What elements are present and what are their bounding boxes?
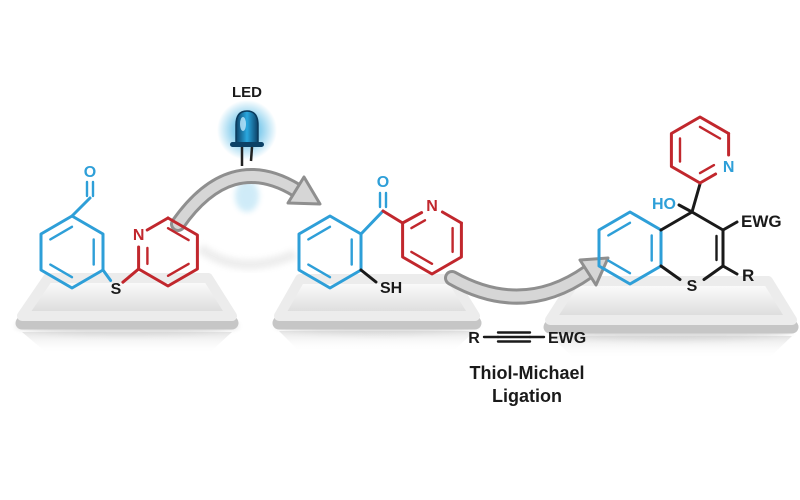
pyridine-nitrogen-label: N xyxy=(133,227,145,244)
alkyne-reagent: R EWG xyxy=(468,330,586,347)
platform-reflection xyxy=(22,332,232,354)
r-group-label: R xyxy=(742,266,754,285)
led-highlight xyxy=(240,117,246,131)
aldehyde-oxygen-label: O xyxy=(84,164,96,181)
molecule-left: O S N xyxy=(39,164,199,298)
platform-reflection xyxy=(279,331,475,352)
pyridine-ring: N xyxy=(669,115,735,185)
pyridine-ring: N xyxy=(401,198,463,276)
led-icon xyxy=(217,100,277,166)
reaction-label: Thiol-Michael Ligation xyxy=(469,363,584,406)
thioether-sulfur-label: S xyxy=(111,281,122,298)
benzene-ring xyxy=(39,214,105,290)
led-flange xyxy=(230,142,264,147)
reaction-arrow-1 xyxy=(170,168,322,232)
reaction-label-line1: Thiol-Michael xyxy=(469,363,584,383)
platform-top xyxy=(545,276,797,325)
led-dome xyxy=(235,110,259,144)
platform-top xyxy=(17,273,237,321)
arrowhead xyxy=(578,256,610,287)
thiopyran-ring: S xyxy=(659,210,725,295)
arrow-reflection xyxy=(197,243,297,270)
thiol-label: SH xyxy=(380,280,402,297)
platform-top xyxy=(274,274,480,321)
platform-left xyxy=(15,273,239,354)
led-label: LED xyxy=(232,84,262,101)
reaction-arrow-2 xyxy=(444,256,610,305)
platform-reflection xyxy=(550,336,792,359)
led-leg xyxy=(249,146,254,162)
pyridine-nitrogen-label: N xyxy=(426,198,438,215)
reaction-label-line2: Ligation xyxy=(492,386,562,406)
arrowhead xyxy=(286,175,322,206)
pyridine-nitrogen-label: N xyxy=(723,159,735,176)
platform-middle xyxy=(272,274,482,352)
ewg-label: EWG xyxy=(741,212,782,231)
reagent-r-label: R xyxy=(468,330,480,347)
molecule-middle: O SH N xyxy=(297,174,463,297)
ketone-bond xyxy=(359,209,385,236)
ring-sulfur-label: S xyxy=(687,278,698,295)
hydroxyl-label: HO xyxy=(652,196,676,213)
aldehyde-bond xyxy=(70,196,92,218)
platform-right xyxy=(543,276,799,359)
molecule-right: S HO EWG R N xyxy=(597,115,782,295)
ketone-oxygen-label: O xyxy=(377,174,389,191)
pyridine-ring: N xyxy=(133,216,199,288)
reagent-ewg-label: EWG xyxy=(548,330,586,347)
